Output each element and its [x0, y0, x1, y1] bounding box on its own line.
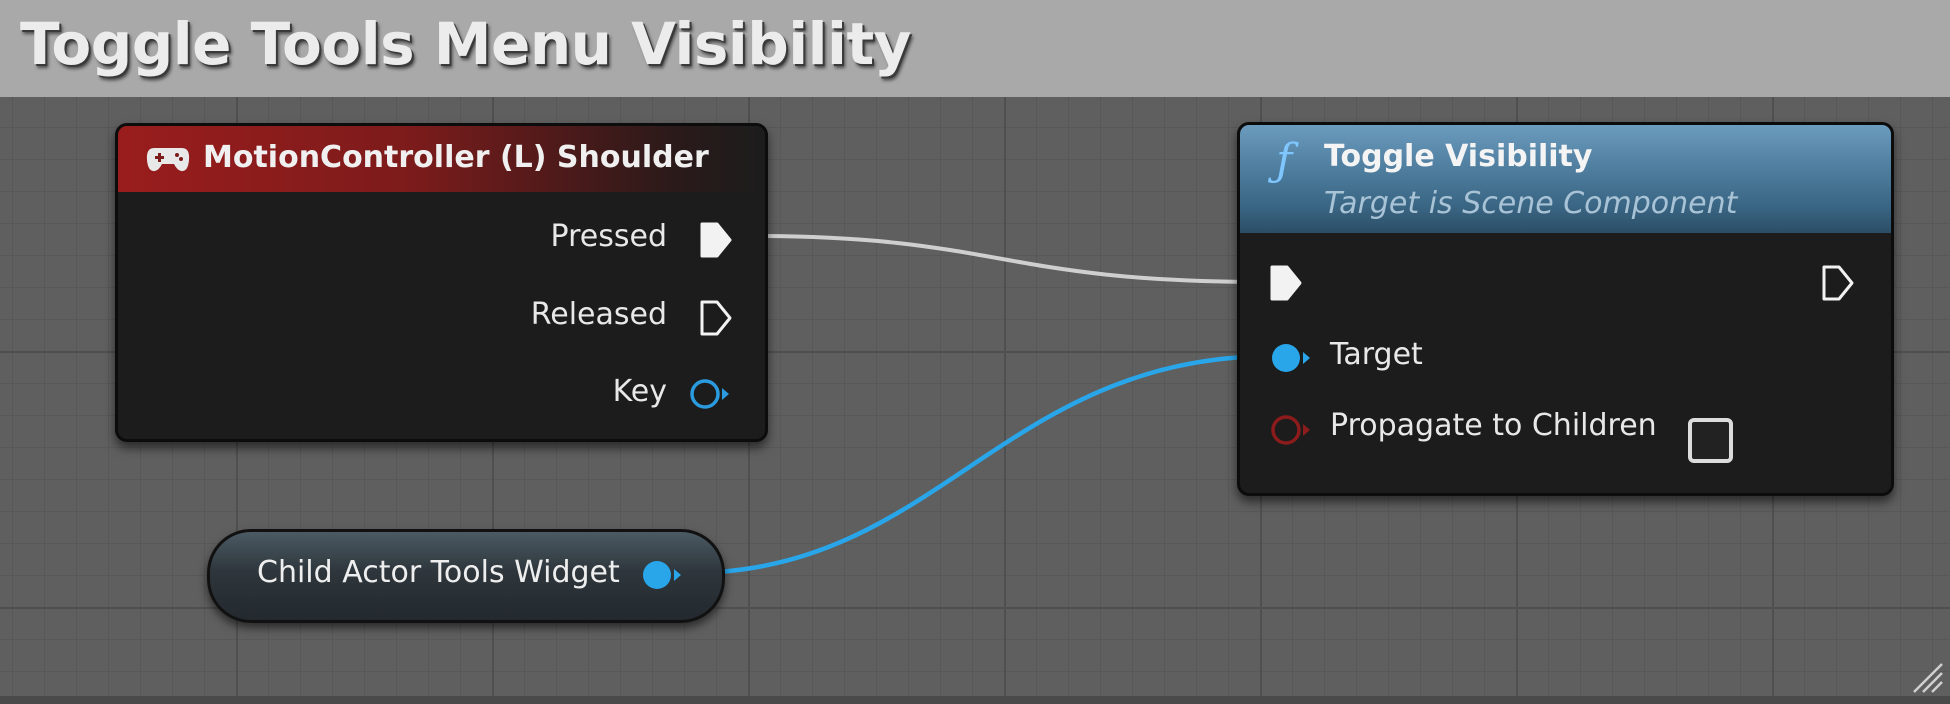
event-node-title: MotionController (L) Shoulder — [203, 140, 709, 175]
event-node-header[interactable]: MotionController (L) Shoulder — [118, 126, 765, 192]
exec-pin-pressed[interactable] — [699, 220, 733, 260]
object-pin-target[interactable] — [1269, 340, 1315, 376]
comment-box-bottom-edge — [0, 696, 1950, 704]
propagate-to-children-checkbox[interactable] — [1688, 418, 1733, 463]
pin-label-key: Key — [612, 374, 667, 409]
exec-pin-released[interactable] — [699, 298, 733, 338]
pin-label-released: Released — [530, 297, 667, 332]
function-node-subtitle: Target is Scene Component — [1324, 186, 1738, 221]
event-node[interactable]: MotionController (L) Shoulder Pressed Re… — [115, 123, 768, 442]
exec-pin-out[interactable] — [1821, 263, 1855, 303]
pin-label-target: Target — [1330, 337, 1423, 372]
object-wire[interactable] — [687, 353, 1277, 576]
comment-title[interactable]: Toggle Tools Menu Visibility — [20, 10, 911, 78]
struct-pin-key[interactable] — [688, 376, 734, 412]
exec-pin-in[interactable] — [1269, 263, 1303, 303]
variable-node-label: Child Actor Tools Widget — [257, 555, 620, 590]
function-icon: ƒ — [1276, 135, 1293, 186]
pin-label-pressed: Pressed — [550, 219, 667, 254]
pin-label-propagate-to-children: Propagate to Children — [1330, 408, 1657, 443]
object-pin-variable[interactable] — [640, 557, 686, 593]
comment-box-header[interactable]: Toggle Tools Menu Visibility — [0, 0, 1950, 97]
variable-node[interactable]: Child Actor Tools Widget — [207, 529, 725, 623]
function-node[interactable]: ƒ Toggle Visibility Target is Scene Comp… — [1237, 122, 1894, 496]
gamepad-icon — [146, 148, 190, 172]
exec-wire[interactable] — [751, 234, 1267, 284]
resize-grip-icon[interactable] — [1910, 660, 1944, 694]
function-node-header[interactable]: ƒ Toggle Visibility Target is Scene Comp… — [1240, 125, 1891, 233]
bool-pin-propagate[interactable] — [1269, 412, 1315, 448]
function-node-title: Toggle Visibility — [1324, 139, 1593, 174]
